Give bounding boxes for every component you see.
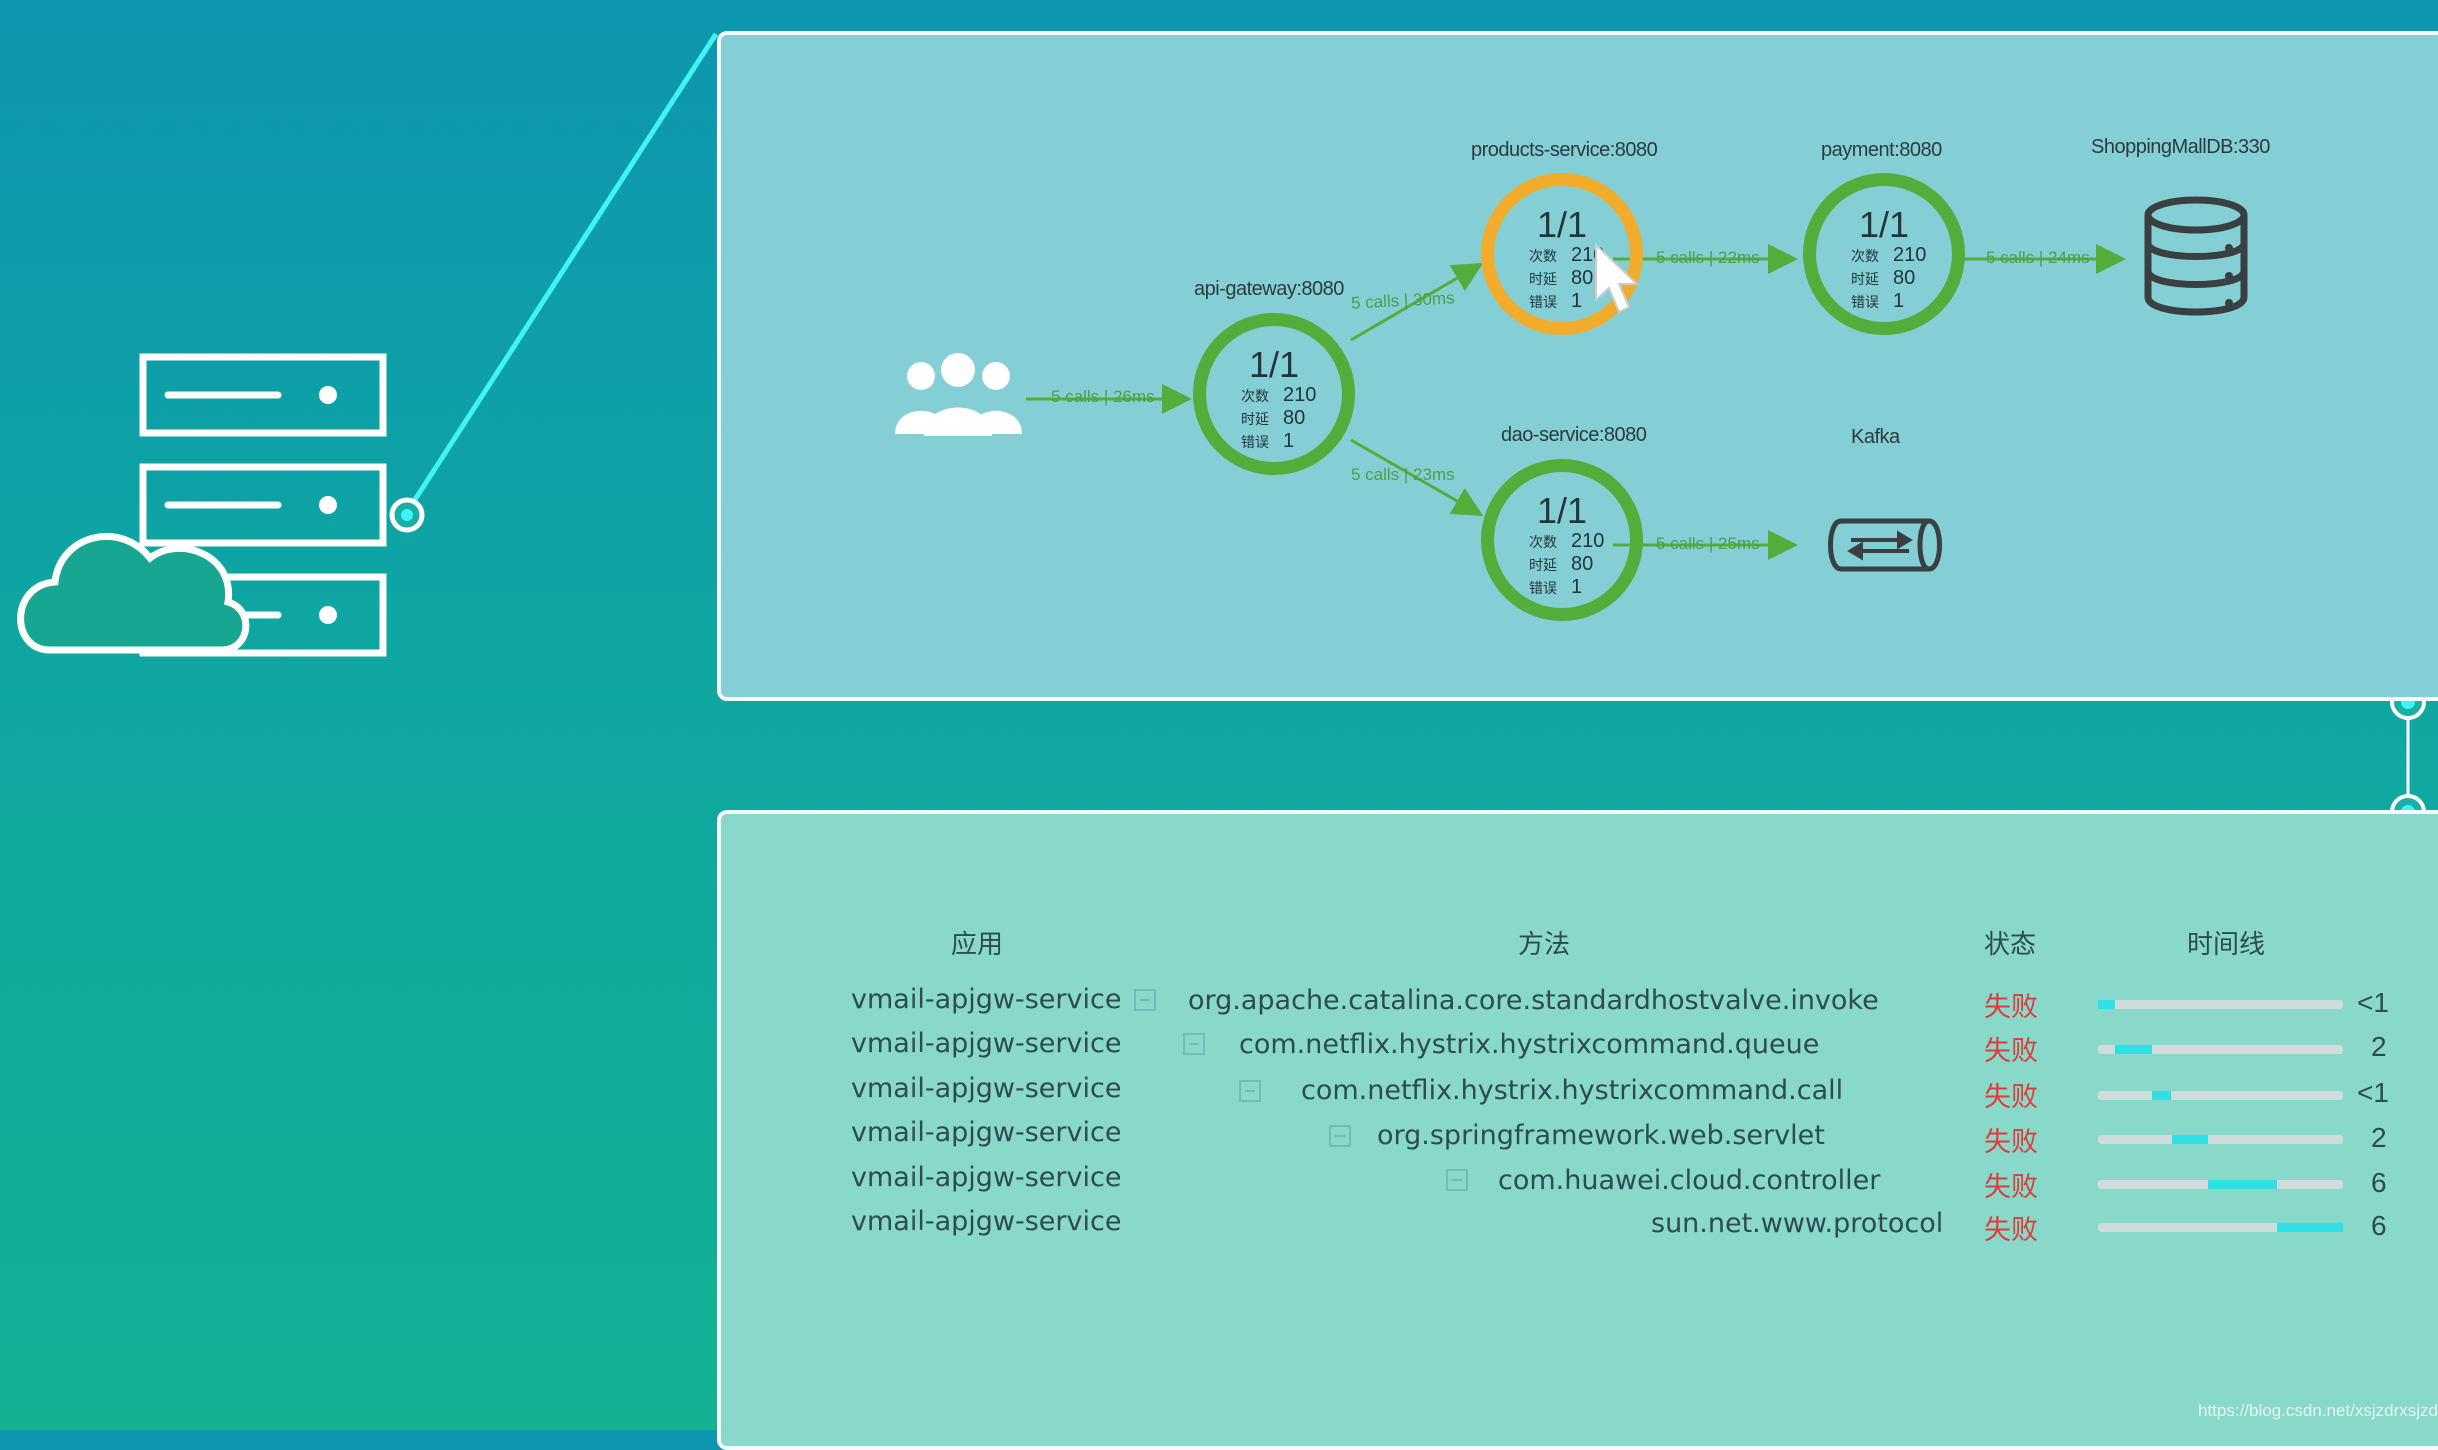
topology-edges xyxy=(1026,244,2126,560)
database-icon[interactable] xyxy=(2141,195,2251,320)
server-cloud-icon xyxy=(17,353,387,657)
header-method: 方法 xyxy=(1518,930,1571,960)
header-timeline: 时间线 xyxy=(2187,930,2266,960)
row-time: 2 xyxy=(2371,1031,2387,1062)
node-ratio: 1/1 xyxy=(1248,344,1300,385)
row-method[interactable]: org.springframework.web.servlet xyxy=(1377,1120,1825,1151)
node-ratio: 1/1 xyxy=(1858,204,1910,245)
node-label-payment: payment:8080 xyxy=(1821,139,1942,161)
row-status: 失败 xyxy=(1984,1036,2038,1067)
timeline-fill xyxy=(2276,1223,2343,1232)
edge-label-products-payment: 5 calls | 22ms xyxy=(1656,248,1760,267)
collapse-toggle[interactable] xyxy=(1134,989,1156,1011)
collapse-toggle[interactable] xyxy=(1183,1033,1205,1055)
row-app: vmail-apjgw-service xyxy=(851,1206,1122,1237)
row-time: <1 xyxy=(2357,1077,2389,1108)
row-status: 失败 xyxy=(1984,1215,2038,1246)
row-method[interactable]: com.netflix.hystrix.hystrixcommand.queue xyxy=(1239,1029,1820,1060)
edge-label-payment-db: 5 calls | 24ms xyxy=(1986,248,2090,267)
mouse-cursor-icon xyxy=(1595,242,1640,314)
kafka-queue-icon[interactable] xyxy=(1821,515,1951,575)
row-method[interactable]: com.netflix.hystrix.hystrixcommand.call xyxy=(1301,1075,1844,1106)
timeline-fill xyxy=(2115,1045,2152,1054)
node-label-products-service: products-service:8080 xyxy=(1471,139,1658,161)
collapse-toggle[interactable] xyxy=(1446,1169,1468,1191)
row-time: 2 xyxy=(2371,1122,2387,1153)
timeline-bar xyxy=(2098,1091,2343,1100)
collapse-toggle[interactable] xyxy=(1329,1125,1351,1147)
row-method[interactable]: org.apache.catalina.core.standardhostval… xyxy=(1188,985,1879,1016)
row-app: vmail-apjgw-service xyxy=(851,1028,1122,1059)
edge-label-users-gateway: 5 calls | 26ms xyxy=(1051,387,1155,406)
node-ratio: 1/1 xyxy=(1536,490,1588,531)
row-method[interactable]: com.huawei.cloud.controller xyxy=(1498,1165,1881,1196)
timeline-bar xyxy=(2098,1223,2343,1232)
node-ratio: 1/1 xyxy=(1536,204,1588,245)
row-time: 6 xyxy=(2371,1210,2387,1241)
timeline-fill xyxy=(2171,1135,2209,1144)
timeline-fill xyxy=(2151,1091,2172,1100)
users-icon[interactable] xyxy=(891,348,1026,438)
edge-label-dao-kafka: 5 calls | 25ms xyxy=(1656,534,1760,553)
header-app: 应用 xyxy=(951,930,1004,960)
header-status: 状态 xyxy=(1984,930,2037,960)
row-app: vmail-apjgw-service xyxy=(851,1117,1122,1148)
node-label-api-gateway: api-gateway:8080 xyxy=(1194,278,1344,300)
edge-label-gateway-dao: 5 calls | 23ms xyxy=(1351,465,1455,484)
row-status: 失败 xyxy=(1984,1172,2038,1203)
row-method[interactable]: sun.net.www.protocol xyxy=(1651,1208,1944,1239)
node-label-shoppingmalldb: ShoppingMallDB:330 xyxy=(2091,136,2270,158)
node-label-kafka: Kafka xyxy=(1851,426,1900,448)
topology-panel: 5 calls | 26ms 5 calls | 30ms 5 calls | … xyxy=(717,31,2438,701)
timeline-bar xyxy=(2098,1135,2343,1144)
collapse-toggle[interactable] xyxy=(1239,1080,1261,1102)
timeline-bar xyxy=(2098,1000,2343,1009)
watermark: https://blog.csdn.net/xsjzdrxsjzdr xyxy=(2198,1401,2438,1420)
row-status: 失败 xyxy=(1984,1082,2038,1113)
row-time: <1 xyxy=(2357,987,2389,1018)
row-app: vmail-apjgw-service xyxy=(851,1073,1122,1104)
trace-panel: 应用 方法 状态 时间线 vmail-apjgw-service org.apa… xyxy=(717,810,2438,1450)
timeline-bar xyxy=(2098,1180,2343,1189)
row-app: vmail-apjgw-service xyxy=(851,984,1122,1015)
node-label-dao-service: dao-service:8080 xyxy=(1501,424,1647,446)
row-time: 6 xyxy=(2371,1167,2387,1198)
timeline-fill xyxy=(2208,1180,2277,1189)
timeline-fill xyxy=(2098,1000,2116,1009)
row-app: vmail-apjgw-service xyxy=(851,1162,1122,1193)
row-status: 失败 xyxy=(1984,992,2038,1023)
row-status: 失败 xyxy=(1984,1127,2038,1158)
timeline-bar xyxy=(2098,1045,2343,1054)
